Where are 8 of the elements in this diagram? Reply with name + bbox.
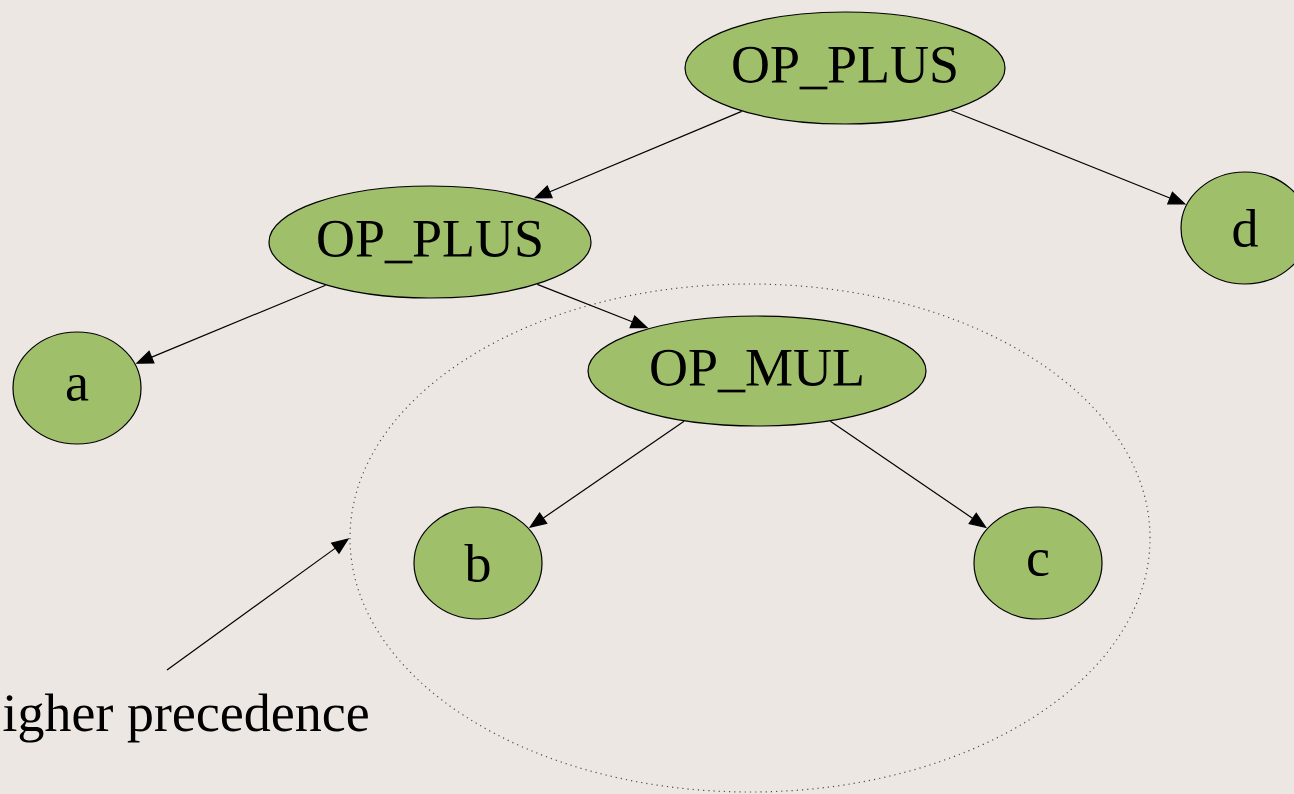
ellipse-node: OP_PLUS bbox=[268, 185, 592, 299]
annotation-text: igher precedence bbox=[3, 693, 368, 743]
ellipse-node: a bbox=[12, 331, 142, 445]
ellipse-node: d bbox=[1180, 171, 1294, 285]
ellipse-node: c bbox=[973, 506, 1103, 620]
ellipse-node: OP_MUL bbox=[587, 315, 927, 427]
ellipse-node: OP_PLUS bbox=[684, 11, 1006, 125]
ellipse-node: b bbox=[413, 506, 543, 620]
